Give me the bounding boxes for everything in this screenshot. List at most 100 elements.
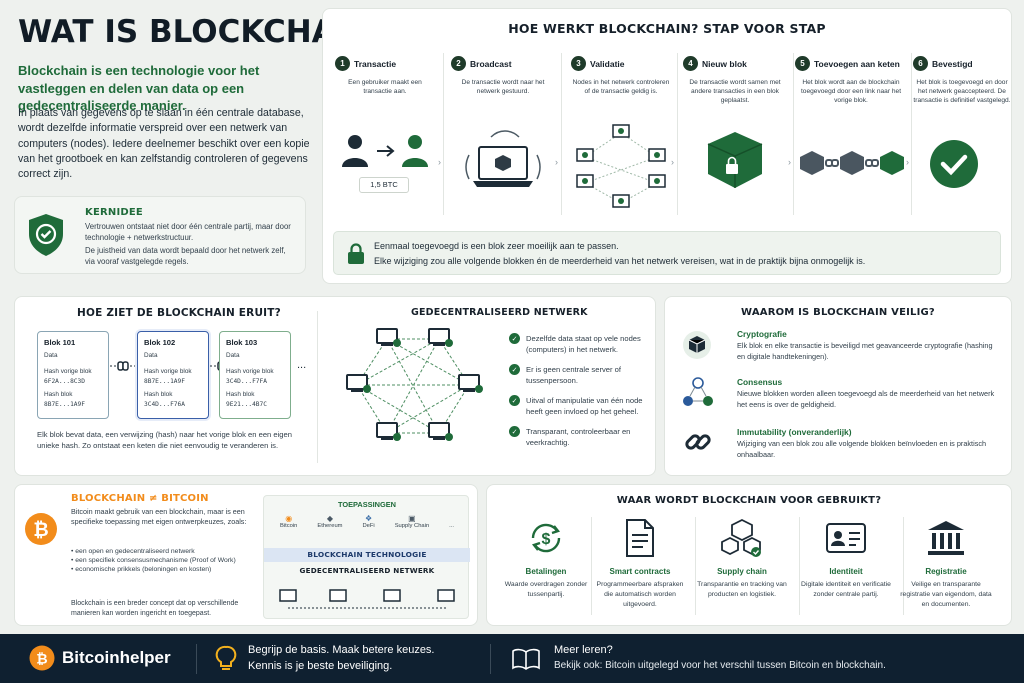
svg-text:₿: ₿ — [33, 520, 48, 541]
use-case-title: Registratie — [925, 567, 967, 576]
bitcoinhelper-logo-icon: ₿ — [28, 644, 56, 672]
prev-hash-label: Hash vorige blok — [144, 368, 192, 375]
check-icon: ✓ — [509, 395, 520, 406]
use-case-text: Veilige en transparante registratie van … — [900, 581, 992, 608]
blockchain-structure-panel: HOE ZIET DE BLOCKCHAIN ERUIT? Blok 101 D… — [14, 296, 656, 476]
step-title: Validatie — [590, 58, 625, 69]
network-point: ✓Er is geen centrale server of tussenper… — [509, 364, 649, 386]
step-number: 5 — [795, 56, 810, 72]
footer-more-link[interactable]: Bekijk ook: Bitcoin uitgelegd voor het v… — [554, 660, 886, 671]
boxes-icon — [694, 515, 790, 561]
step-number: 6 — [913, 56, 928, 72]
use-case-payments: $ Betalingen Waarde overdragen zonder tu… — [498, 515, 594, 600]
block-101: Blok 101 Data Hash vorige blok 6F2A...8C… — [37, 331, 109, 419]
app-label: Bitcoin — [279, 523, 298, 529]
note-line-2: Elke wijziging zou alle volgende blokken… — [374, 256, 866, 266]
chain-blocks-icon — [797, 145, 907, 181]
network-computers-icon — [278, 588, 458, 612]
bitcoin-bullet-text: economische prikkels (beloningen en kost… — [75, 566, 212, 574]
bitcoin-bullet: • economische prikkels (beloningen en ko… — [71, 566, 212, 574]
use-case-registration: Registratie Veilige en transparante regi… — [896, 515, 996, 610]
chain-link-icon — [683, 427, 713, 457]
immutability-note: Eenmaal toegevoegd is een blok zeer moei… — [333, 231, 1001, 275]
kernidee-text-1: Vertrouwen ontstaat niet door één centra… — [85, 222, 291, 243]
svg-text:₿: ₿ — [36, 651, 47, 667]
check-icon: ✓ — [509, 364, 520, 375]
block-103: Blok 103 Data Hash vorige blok 3C4D...F7… — [219, 331, 291, 419]
block-data-label: Data — [144, 352, 158, 360]
bitcoin-bullet-text: een specifiek consensusmechanisme (Proof… — [75, 557, 236, 565]
footer-tagline-2: Kennis is je beste beveiliging. — [248, 660, 393, 672]
block-name: Blok 103 — [226, 338, 258, 347]
users-transfer-icon — [337, 133, 433, 169]
prev-hash: 3C4D...F7FA — [226, 377, 267, 385]
prev-hash-label: Hash vorige blok — [226, 368, 274, 375]
step-text: De transactie wordt samen met andere tra… — [689, 79, 781, 104]
block-data-label: Data — [226, 352, 240, 360]
app-supply-chain: ▣Supply Chain — [395, 514, 429, 542]
prev-hash: 8B7E...1A9F — [144, 377, 185, 385]
dollar-cycle-icon: $ — [498, 515, 594, 561]
block-hash: 8B7E...1A9F — [44, 400, 85, 408]
safe-title: WAAROM IS BLOCKCHAIN VEILIG? — [741, 307, 935, 318]
step-text: Nodes in het netwerk controleren of de t… — [572, 79, 670, 95]
book-icon — [510, 646, 542, 672]
apps-row: ◉Bitcoin ◆Ethereum ❖DeFi ▣Supply Chain .… — [270, 514, 464, 542]
use-cases-panel: WAAR WORDT BLOCKCHAIN VOOR GEBRUIKT? — [486, 484, 1012, 626]
step-arrow: › — [555, 157, 558, 167]
use-case-title: Supply chain — [717, 567, 767, 576]
bitcoin-bullet: • een open en gedecentraliseerd netwerk — [71, 548, 195, 555]
block-lock-icon — [685, 129, 785, 191]
footer-brand[interactable]: Bitcoinhelper — [62, 648, 171, 667]
amount-badge: 1,5 BTC — [359, 177, 409, 193]
step-arrow: › — [671, 157, 674, 167]
check-icon: ✓ — [509, 426, 520, 437]
step-title: Bevestigd — [932, 58, 973, 69]
looks-title: HOE ZIET DE BLOCKCHAIN ERUIT? — [77, 307, 281, 319]
hash-label: Hash blok — [44, 390, 73, 398]
step-title: Toevoegen aan keten — [814, 58, 900, 69]
kernidee-text-2: De juistheid van data wordt bepaald door… — [85, 246, 286, 267]
box-icon: ▣ — [408, 514, 416, 523]
use-case-identity: Identiteit Digitale identiteit en verifi… — [798, 515, 894, 600]
use-case-text: Programmeerbare afspraken die automatisc… — [596, 581, 684, 608]
block-data-label: Data — [44, 352, 58, 360]
shield-icon — [25, 211, 67, 259]
step-text: De transactie wordt naar het netwerk ges… — [461, 79, 545, 95]
network-point-text: Dezelfde data staat op vele nodes (compu… — [526, 334, 641, 354]
use-case-text: Digitale identiteit en verificatie zonde… — [801, 581, 891, 598]
uses-title: WAAR WORDT BLOCKCHAIN VOOR GEBRUIKT? — [616, 495, 882, 506]
app-bitcoin: ◉Bitcoin — [280, 514, 297, 542]
network-title: GEDECENTRALISEERD NETWERK — [411, 307, 588, 318]
safe-item-text: Elk blok en elke transactie is beveiligd… — [737, 341, 993, 361]
check-icon: ✓ — [509, 333, 520, 344]
prev-hash: 6F2A...8C3D — [44, 377, 85, 385]
stack-apps-title: TOEPASSINGEN — [337, 500, 397, 509]
how-title: HOE WERKT BLOCKCHAIN? STAP VOOR STAP — [508, 21, 826, 36]
footer: ₿ Bitcoinhelper Begrijp de basis. Maak b… — [0, 634, 1024, 683]
use-case-title: Identiteit — [829, 567, 863, 576]
block-102: Blok 102 Data Hash vorige blok 8B7E...1A… — [137, 331, 209, 419]
app-label: DeFi — [362, 523, 375, 529]
id-card-icon — [798, 515, 894, 561]
step-title: Nieuw blok — [702, 58, 747, 69]
intro-text: In plaats van gegevens op te slaan in éé… — [18, 107, 310, 181]
consensus-icon — [681, 375, 715, 409]
network-point: ✓Transparant, controleerbaar en veerkrac… — [509, 426, 649, 448]
looks-text: Elk blok bevat data, een verwijzing (has… — [37, 430, 292, 450]
lightbulb-icon — [214, 644, 238, 674]
safe-item-title: Consensus — [737, 377, 783, 387]
defi-icon: ❖ — [365, 514, 373, 523]
note-line-1: Eenmaal toegevoegd is een blok zeer moei… — [374, 241, 619, 251]
safe-item-text: Wijziging van een blok zou alle volgende… — [737, 439, 987, 459]
step-number: 3 — [571, 56, 586, 72]
step-text: Het blok is toegevoegd en door het netwe… — [913, 79, 1011, 104]
network-points: ✓ Dezelfde data staat op vele nodes (comp… — [509, 333, 649, 448]
app-more: ... — [449, 514, 454, 542]
use-case-smart-contracts: Smart contracts Programmeerbare afsprake… — [592, 515, 688, 610]
step-arrow: › — [906, 157, 909, 167]
use-case-title: Betalingen — [525, 567, 567, 576]
